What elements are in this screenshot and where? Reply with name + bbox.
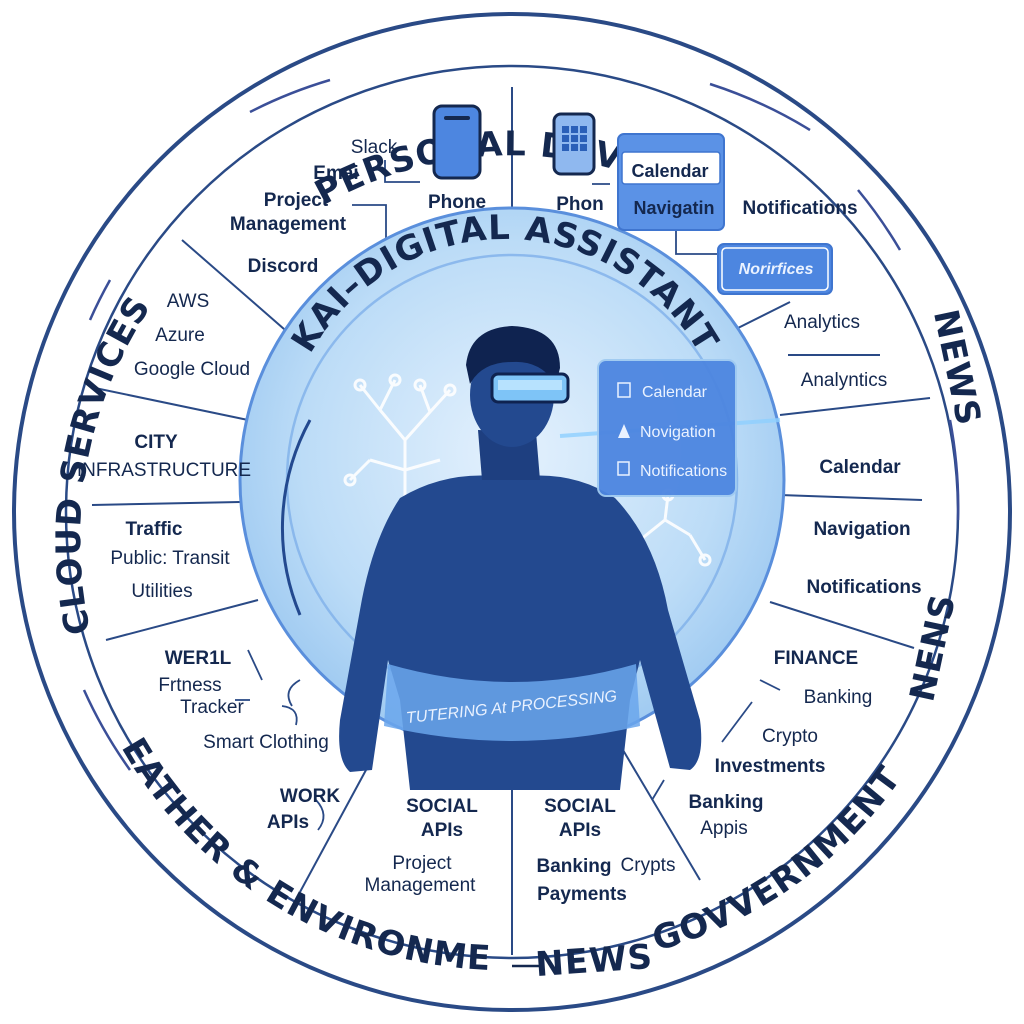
label-utilities[interactable]: Utilities [131,581,192,602]
label-analyntics[interactable]: Analyntics [801,370,888,391]
label-right-notifications[interactable]: Notifications [806,577,921,598]
label-finance-crypto[interactable]: Crypto [762,726,818,747]
label-analytics[interactable]: Analytics [784,312,860,333]
label-city: CITY [134,432,178,453]
panel-navigation[interactable]: Novigation [640,424,716,441]
ring-title-news-bottom: NEWS [534,937,654,985]
navigation-icon [618,424,630,438]
label-banking-apps-title: Banking [689,792,764,813]
inner-accent-arc [281,419,312,616]
label-banking-apps[interactable]: Appis [700,818,748,839]
label-work: WORK [280,786,340,807]
circuit-tree-icon [343,373,457,500]
processing-band [384,664,640,741]
label-right-navigation[interactable]: Navigation [813,519,910,540]
label-aws[interactable]: AWS [167,291,210,312]
label-social-right-apis[interactable]: APIs [559,820,601,841]
sector-dividers [91,87,931,955]
label-slack[interactable]: Slack [351,137,398,158]
label-infrastructure: INFRASTRUCTURE [77,460,251,481]
connectors [235,160,781,831]
label-social-right: SOCIAL [544,796,616,817]
label-finance-banking[interactable]: Banking [804,687,873,708]
label-google-cloud[interactable]: Google Cloud [134,359,250,380]
label-social-right-banking[interactable]: Banking [537,856,612,877]
label-finance: FINANCE [774,648,858,669]
box-notifices[interactable]: Norirfices [739,261,814,278]
label-social-left-apis[interactable]: APIs [421,820,463,841]
label-phone-left[interactable]: Phone [428,192,486,213]
label-notifications-top[interactable]: Notifications [742,198,857,219]
box-navigation[interactable]: Navigatin [633,198,714,218]
label-fitness-2[interactable]: Tracker [180,697,244,718]
label-social-right-crypts[interactable]: Crypts [621,855,676,876]
phone-right-icon [552,112,596,176]
label-social-left-project-1[interactable]: Project [392,853,452,874]
label-social-left: SOCIAL [406,796,478,817]
label-azure[interactable]: Azure [155,325,205,346]
box-calendar[interactable]: Calendar [631,161,708,181]
label-traffic[interactable]: Traffic [125,519,182,540]
calendar-nav-box [617,133,725,231]
notifications-icon [617,461,630,476]
label-social-right-payments[interactable]: Payments [537,884,627,905]
label-right-calendar[interactable]: Calendar [819,457,901,478]
label-wearables: WER1L [165,648,232,669]
label-phone-right[interactable]: Phon [556,194,604,215]
label-discord[interactable]: Discord [248,256,319,277]
calendar-icon [617,382,631,398]
label-smart-clothing[interactable]: Smart Clothing [203,732,329,753]
label-finance-investments[interactable]: Investments [715,756,826,777]
label-fitness-1[interactable]: Frtness [158,675,221,696]
notifices-box [717,243,833,295]
label-project-1[interactable]: Project [264,190,329,211]
hud-panel: Calendar Novigation Notifications [559,359,781,497]
panel-notifications[interactable]: Notifications [640,463,727,480]
outer-band-arcs [82,78,960,771]
label-project-2[interactable]: Management [230,214,347,235]
phone-left-icon [432,104,482,180]
panel-calendar[interactable]: Calendar [642,384,708,401]
label-work-apis[interactable]: APIs [267,812,309,833]
label-email[interactable]: Emai [313,163,358,184]
label-social-left-project-2[interactable]: Management [365,875,477,896]
label-public-transit[interactable]: Public: Transit [110,548,230,569]
